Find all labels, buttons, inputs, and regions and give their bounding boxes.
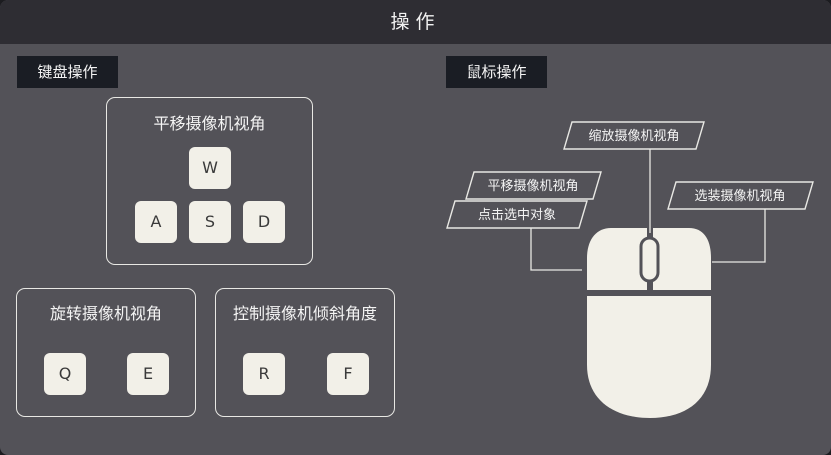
key-a: A — [135, 201, 177, 243]
panel-title: 操作 — [0, 0, 831, 44]
scroll-zoom-label: 缩放摄像机视角 — [588, 128, 679, 144]
left-drag-pan-label: 平移摄像机视角 — [487, 179, 578, 194]
left-drag-label-box — [465, 171, 602, 200]
rotate-group-title: 旋转摄像机视角 — [49, 304, 162, 323]
key-w: W — [189, 147, 231, 189]
right-leader-line — [712, 209, 766, 263]
key-r: R — [243, 353, 285, 395]
mouse-section-label: 鼠标操作 — [446, 56, 547, 88]
key-e: E — [127, 353, 169, 395]
pan-group-title: 平移摄像机视角 — [153, 114, 266, 133]
right-drag-label-box — [667, 181, 814, 210]
right-mouse-button — [653, 228, 711, 290]
mouse-body — [587, 296, 711, 418]
rotate-key-group: 旋转摄像机视角 Q E — [16, 288, 196, 417]
tilt-key-group: 控制摄像机倾斜角度 R F — [215, 288, 395, 417]
left-click-select-label: 点击选中对象 — [478, 208, 556, 223]
key-s: S — [189, 201, 231, 243]
key-d: D — [243, 201, 285, 243]
key-q: Q — [44, 353, 86, 395]
scroll-wheel — [639, 236, 660, 283]
left-leader-line — [530, 228, 582, 271]
tilt-group-title: 控制摄像机倾斜角度 — [232, 304, 377, 323]
pan-key-group: 平移摄像机视角 W A S D — [106, 97, 313, 265]
left-mouse-button — [587, 228, 647, 290]
right-drag-rotate-label: 选装摄像机视角 — [694, 189, 785, 204]
scroll-label-box — [563, 121, 705, 150]
key-f: F — [327, 353, 369, 395]
keyboard-section-label: 键盘操作 — [17, 56, 118, 88]
left-click-label-box — [446, 200, 588, 229]
